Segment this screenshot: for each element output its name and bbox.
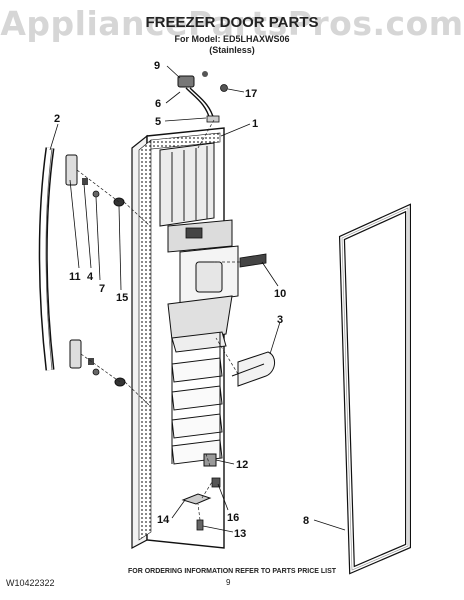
finish-line: (Stainless) (209, 45, 255, 55)
callout-15: 15 (116, 292, 128, 304)
page-number: 9 (226, 578, 231, 587)
page-title: FREEZER DOOR PARTS (145, 14, 319, 31)
callout-17: 17 (245, 88, 257, 100)
callout-16: 16 (227, 512, 239, 524)
callout-9: 9 (154, 60, 160, 72)
trim-strip-part (239, 253, 267, 268)
document-number: W10422322 (6, 578, 55, 588)
model-line: For Model: ED5LHAXWS06 (174, 34, 290, 44)
callout-3: 3 (277, 314, 283, 326)
callout-13: 13 (234, 528, 246, 540)
lever-part (231, 351, 275, 387)
top-hardware (177, 71, 228, 123)
callout-7: 7 (99, 283, 105, 295)
callout-labels: 9 17 6 5 1 2 11 4 7 15 3 10 12 16 14 13 … (54, 60, 309, 540)
watermark-logo: AppliancePartsPros.com (0, 4, 464, 43)
door-panel-part (131, 127, 239, 549)
callout-5: 5 (155, 116, 161, 128)
leader-lines (49, 65, 346, 533)
callout-11: 11 (69, 271, 81, 283)
handle-caps (65, 154, 94, 369)
callout-4: 4 (87, 271, 94, 283)
door-gasket-part (338, 203, 411, 575)
callout-2: 2 (54, 113, 60, 125)
callout-1: 1 (252, 118, 258, 130)
callout-6: 6 (155, 98, 161, 110)
callout-8: 8 (303, 515, 309, 527)
callout-12: 12 (236, 459, 248, 471)
handle-part (38, 147, 55, 371)
assembly-lines (76, 119, 240, 521)
callout-10: 10 (274, 288, 286, 300)
ordering-note: FOR ORDERING INFORMATION REFER TO PARTS … (127, 568, 337, 575)
callout-14: 14 (157, 514, 170, 526)
screws-7 (92, 190, 100, 376)
